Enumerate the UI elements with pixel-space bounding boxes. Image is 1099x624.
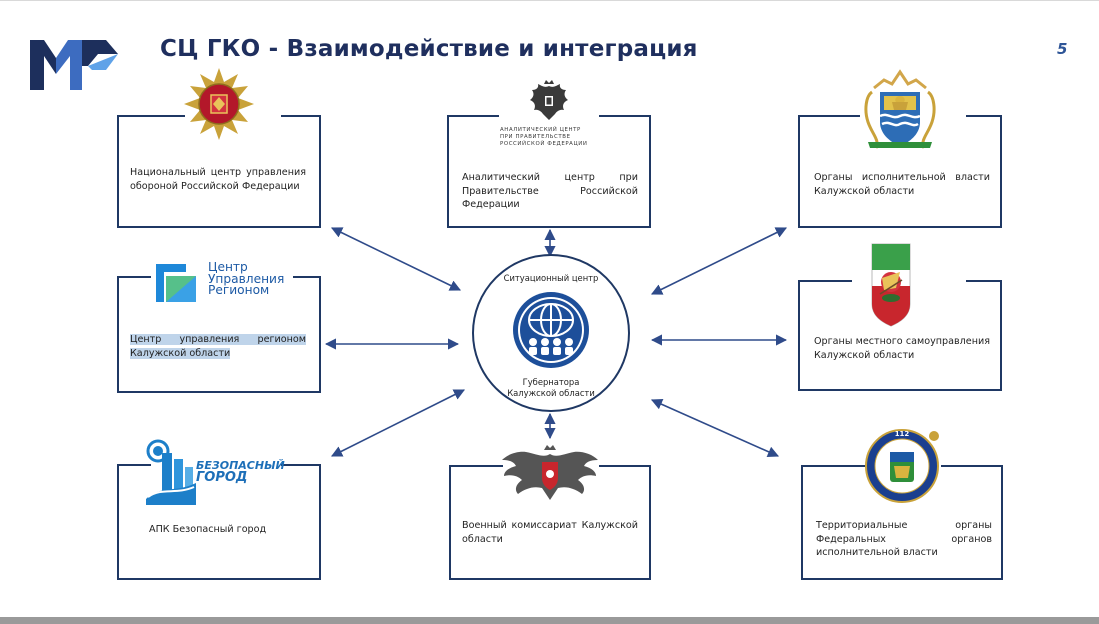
center-bottom-line1: Губернатора (522, 377, 580, 387)
region-control-center-logo-icon (156, 264, 202, 302)
analytic-logo-line1: АНАЛИТИЧЕСКИЙ ЦЕНТР (500, 127, 581, 133)
node-military-commissariat (449, 465, 651, 580)
node-defense-center (117, 115, 321, 228)
analytic-logo-line2: ПРИ ПРАВИТЕЛЬСТВЕ (500, 134, 571, 140)
node-region-control-center-label: Центр управления регионом Калужской обла… (130, 333, 306, 360)
rcc-logo-line2: Управления (208, 271, 285, 286)
node-safe-city-label: АПК Безопасный город (149, 524, 267, 535)
node-military-commissariat-label: Военный комиссариат Калужской области (462, 520, 638, 545)
defense-ministry-emblem-icon (184, 68, 254, 140)
kaluga-region-coat-of-arms-icon (864, 69, 936, 149)
node-analytic-center (447, 115, 651, 228)
top-divider (0, 0, 1099, 1)
arrow-safe-city (330, 389, 466, 457)
safe-city-logo-line2: ГОРОД (196, 470, 248, 485)
safe-city-logo-icon (146, 439, 196, 505)
analytic-logo-line3: РОССИЙСКОЙ ФЕДЕРАЦИИ (500, 141, 588, 147)
page-number: 5 (1057, 40, 1068, 58)
node-safe-city (117, 464, 321, 580)
military-eagle-emblem-icon (502, 445, 598, 500)
center-bottom-line2: Калужской области (507, 388, 595, 398)
node-local-government-label: Органы местного самоуправления Калужской… (814, 336, 990, 361)
emergency-112-emblem-icon: 112 (865, 429, 939, 503)
rcc-logo-line1: Центр (208, 260, 248, 274)
rcc-logo-line3: Регионом (208, 283, 270, 298)
page-title: СЦ ГКО - Взаимодействие и интеграция (160, 36, 698, 62)
center-top-label: Ситуационный центр (503, 273, 599, 283)
analytic-center-logo-text: АНАЛИТИЧЕСКИЙ ЦЕНТР ПРИ ПРАВИТЕЛЬСТВЕ РО… (500, 127, 600, 148)
node-regional-executive-label: Органы исполнительной власти Калужской о… (814, 172, 990, 197)
rcc-label-text: Центр управления регионом Калужской обла… (130, 334, 306, 359)
node-federal-bodies-label: Территориальные органы Федеральных орган… (816, 520, 992, 558)
organization-logo (30, 40, 118, 90)
region-control-center-logo-text: Центр Управления Регионом (208, 260, 285, 298)
center-bottom-label: Губернатора Калужской области (492, 377, 610, 399)
node-federal-bodies (801, 465, 1003, 580)
arrow-regional-executive (650, 227, 788, 295)
safe-city-logo-text: БЕЗОПАСНЫЙ ГОРОД (196, 460, 285, 485)
kaluga-city-coat-of-arms-icon (871, 243, 911, 327)
situation-center-globe-icon (513, 292, 589, 368)
double-headed-eagle-icon (530, 80, 568, 120)
emblem-112-text: 112 (895, 430, 910, 438)
bottom-bar (0, 617, 1099, 624)
arrow-federal-bodies (650, 398, 780, 458)
node-local-government (798, 280, 1002, 391)
node-analytic-center-label: Аналитический центр при Правительстве Ро… (462, 172, 638, 210)
node-defense-center-label: Национальный центр управления обороной Р… (130, 167, 306, 192)
node-regional-executive (798, 115, 1002, 228)
node-region-control-center (117, 276, 321, 393)
arrow-defense-center (330, 227, 462, 291)
safe-city-logo-line1: БЕЗОПАСНЫЙ (196, 459, 285, 472)
